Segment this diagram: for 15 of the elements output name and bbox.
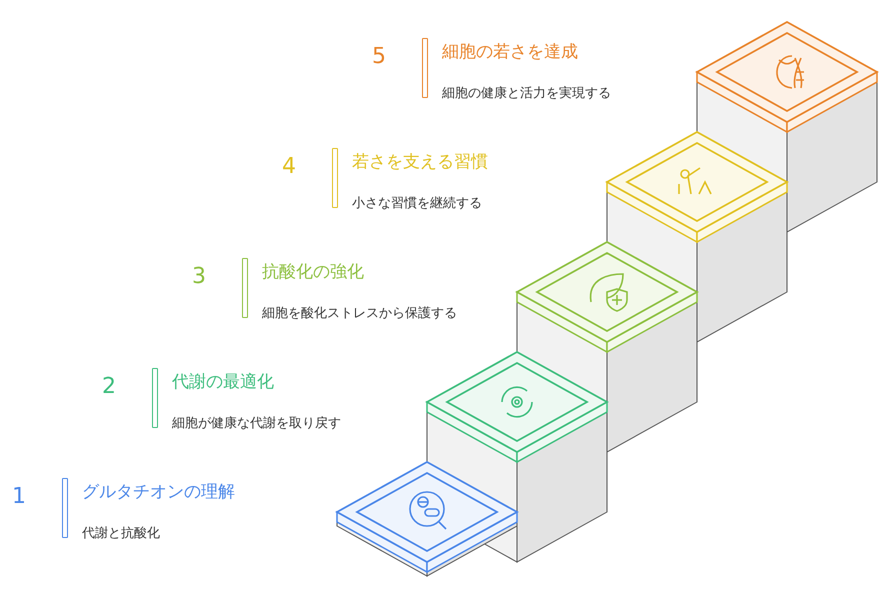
step-number: 2 (102, 374, 116, 399)
step-description: 細胞の健康と活力を実現する (442, 85, 611, 102)
step-number: 1 (12, 484, 26, 509)
step-number: 3 (192, 264, 206, 289)
step-title: 細胞の若さを達成 (442, 41, 578, 63)
step-description: 細胞を酸化ストレスから保護する (262, 305, 457, 322)
step-title: 抗酸化の強化 (262, 261, 364, 283)
step-number: 5 (372, 44, 386, 69)
step-description: 小さな習慣を継続する (352, 195, 482, 212)
step-title: 若さを支える習慣 (352, 151, 488, 173)
step-description: 細胞が健康な代謝を取り戻す (172, 415, 341, 432)
step-description: 代謝と抗酸化 (82, 525, 160, 542)
step-title: 代謝の最適化 (172, 371, 274, 393)
step-title: グルタチオンの理解 (82, 481, 235, 503)
step-number: 4 (282, 154, 296, 179)
